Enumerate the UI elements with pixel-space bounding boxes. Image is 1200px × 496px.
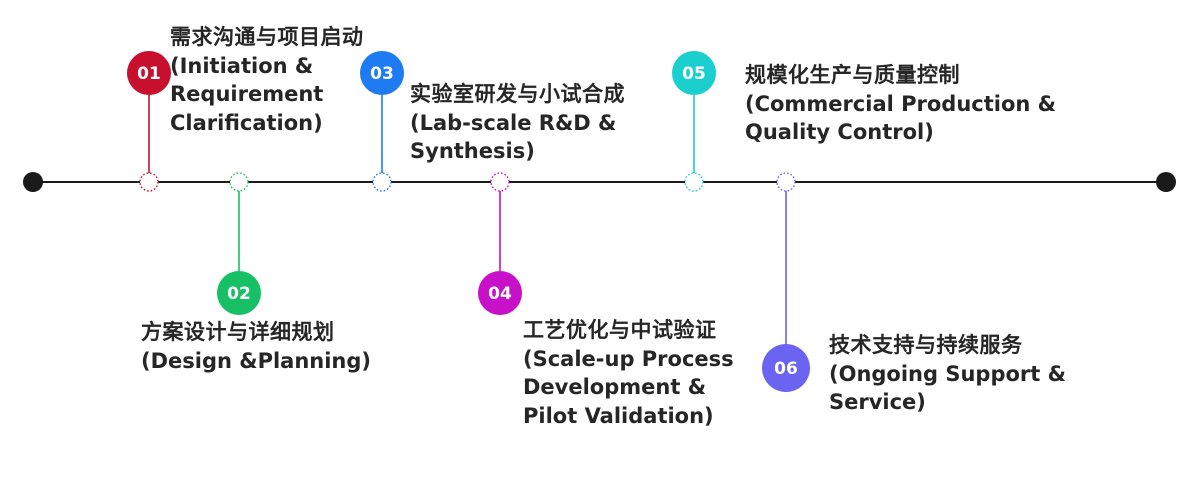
step-badge-05: [672, 51, 716, 95]
timeline-end-dot: [1156, 172, 1176, 192]
step-badge-02: [217, 271, 261, 315]
step-title-en: (Initiation & Requirement Clarification): [170, 53, 324, 135]
step-title-zh: 技术支持与持续服务: [829, 333, 1023, 357]
step-label-06: 技术支持与持续服务 (Ongoing Support & Service): [829, 331, 1066, 417]
axis-marker-06: [776, 172, 796, 192]
step-label-01: 需求沟通与项目启动 (Initiation & Requirement Clar…: [170, 23, 364, 137]
step-number-01: 01: [137, 64, 161, 84]
step-title-zh: 需求沟通与项目启动: [170, 25, 364, 49]
axis-marker-02: [229, 172, 249, 192]
step-number-05: 05: [682, 64, 706, 84]
axis-marker-01: [139, 172, 159, 192]
step-title-en: (Scale-up Process Development & Pilot Va…: [523, 346, 734, 428]
step-title-en: (Commercial Production & Quality Control…: [745, 91, 1056, 145]
axis-marker-05: [684, 172, 704, 192]
axis-marker-03: [372, 172, 392, 192]
axis-marker-04: [490, 172, 510, 192]
step-title-zh: 方案设计与详细规划: [141, 320, 335, 344]
step-label-05: 规模化生产与质量控制 (Commercial Production & Qual…: [745, 61, 1056, 147]
step-badge-04: [478, 271, 522, 315]
step-label-03: 实验室研发与小试合成 (Lab-scale R&D & Synthesis): [410, 80, 625, 166]
step-title-en: (Lab-scale R&D & Synthesis): [410, 110, 617, 164]
step-title-en: (Design &Planning): [141, 348, 372, 373]
step-title-en: (Ongoing Support & Service): [829, 361, 1066, 415]
step-title-zh: 工艺优化与中试验证: [523, 318, 717, 342]
step-label-04: 工艺优化与中试验证 (Scale-up Process Development …: [523, 316, 734, 430]
timeline-start-dot: [23, 172, 43, 192]
step-number-03: 03: [370, 64, 394, 84]
step-number-06: 06: [774, 359, 798, 379]
step-badge-06: [762, 344, 810, 392]
step-number-02: 02: [227, 284, 251, 304]
step-badge-01: [127, 51, 171, 95]
step-title-zh: 实验室研发与小试合成: [410, 82, 625, 106]
step-number-04: 04: [488, 284, 512, 304]
step-badge-03: [360, 51, 404, 95]
step-label-02: 方案设计与详细规划 (Design &Planning): [141, 318, 371, 375]
step-title-zh: 规模化生产与质量控制: [745, 63, 960, 87]
